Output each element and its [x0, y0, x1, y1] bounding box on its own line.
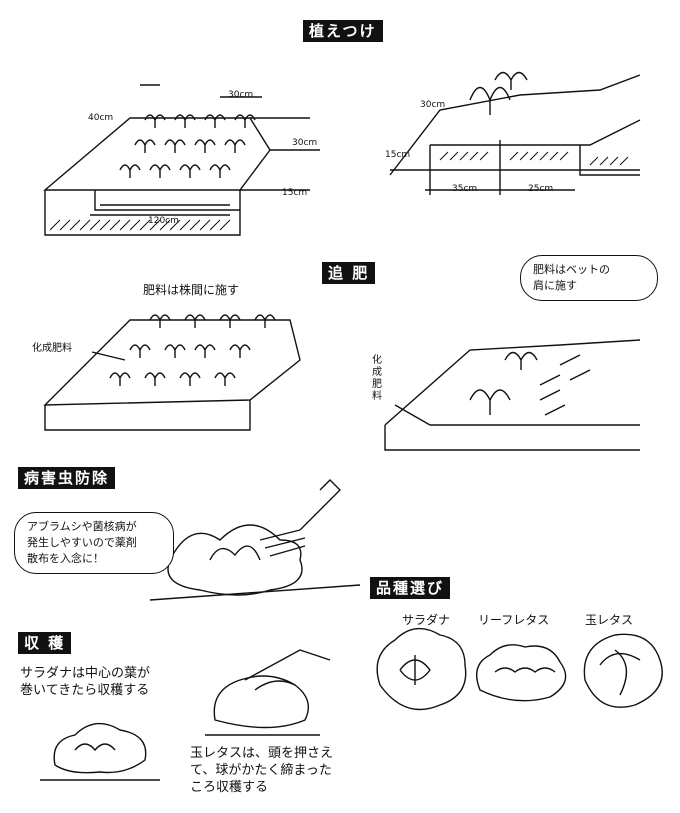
dim-label: 25cm — [528, 184, 554, 194]
dim-label: 35cm — [452, 184, 478, 194]
variety-name: リーフレタス — [478, 613, 550, 627]
lettuce-head — [583, 633, 663, 708]
planting-bed-right — [389, 71, 641, 195]
pest-scene — [149, 479, 361, 601]
fertilize-bed-right — [384, 339, 641, 451]
dim-label: 120cm — [148, 216, 179, 226]
planting-left-seedlings — [119, 114, 256, 178]
lettuce-leaf — [476, 644, 567, 702]
lettuce-saladana — [376, 627, 467, 711]
fertilize-bed-left — [43, 314, 301, 431]
header-fertilize: 追 肥 — [322, 262, 376, 284]
header-pest: 病害虫防除 — [18, 467, 116, 489]
planting-left-hatch — [49, 219, 231, 231]
fertilize-bubble: 肥料はベットの 肩に施す — [520, 255, 658, 301]
header-variety: 品種選び — [370, 577, 451, 599]
fertilize-label-right: 化 成 肥 料 — [372, 355, 382, 402]
fertilize-note-between: 肥料は株間に施す — [143, 283, 240, 297]
planting-right-hatch — [439, 151, 629, 166]
dim-label: 40cm — [88, 113, 114, 123]
planting-bed-left — [43, 84, 320, 236]
header-planting: 植えつけ — [303, 20, 383, 42]
dim-label: 30cm — [420, 100, 446, 110]
dim-label: 15cm — [385, 150, 411, 160]
variety-name: サラダナ — [402, 613, 451, 627]
harvest-head-text: 玉レタスは、頭を押さえ て、球がかたく締まった ころ収穫する — [190, 746, 334, 795]
dim-label: 15cm — [282, 188, 308, 198]
dim-label: 30cm — [228, 90, 254, 100]
variety-name: 玉レタス — [585, 613, 634, 627]
fertilize-label-left: 化成肥料 — [32, 343, 72, 354]
pest-bubble: アブラムシや菌核病が 発生しやすいので薬剤 散布を入念に！ — [14, 512, 174, 574]
header-harvest: 収 穫 — [18, 632, 72, 654]
harvest-head-plant — [205, 649, 331, 736]
dim-label: 30cm — [292, 138, 318, 148]
harvest-saladana-plant — [40, 722, 160, 781]
harvest-salad-text: サラダナは中心の葉が 巻いてきたら収穫する — [20, 666, 151, 698]
